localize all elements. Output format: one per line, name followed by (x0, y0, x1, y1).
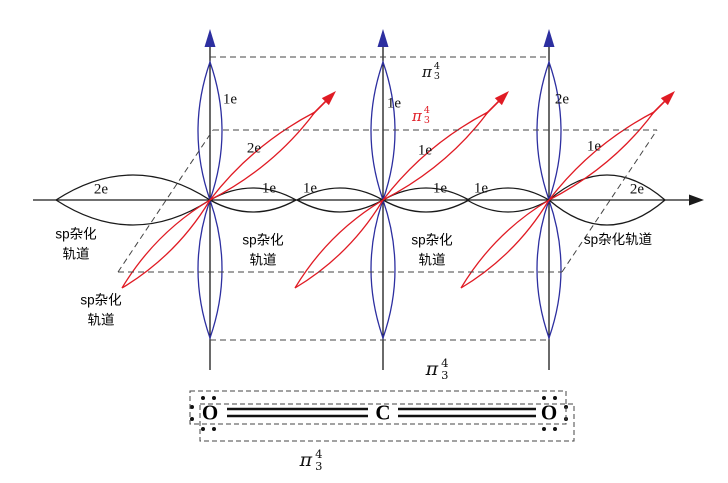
pi-subscript: 3 (315, 459, 323, 473)
up-arrow-icon (377, 29, 389, 47)
electron-count-label: 1e (432, 180, 448, 197)
electron-count-label: 1e (386, 95, 402, 112)
sp-label-line2: 轨道 (62, 246, 90, 261)
up-arrow-icon (543, 29, 555, 47)
diag-arrow-shaft (311, 98, 329, 116)
atom-symbol-o-right: O (540, 400, 558, 425)
pi34-bond-label-lewis-lower: π 4 3 (300, 448, 323, 472)
pi-exponents: 4 3 (315, 448, 322, 472)
p-diagonal-arrowheads (321, 91, 675, 106)
p-vertical-arrows (204, 29, 555, 47)
electron-count-label: 1e (417, 142, 433, 159)
diag-arrowhead-icon (660, 91, 675, 106)
pi34-bond-label-diagonal-system: π 4 3 (412, 106, 430, 126)
sp-label-line1: sp杂化 (242, 232, 284, 248)
pi-symbol: π (412, 107, 422, 125)
diag-lobe-down-o-left (121, 199, 211, 289)
axes (33, 45, 692, 370)
lone-pair-dots (190, 396, 568, 431)
pi-superscript: 4 (433, 61, 440, 73)
pi-diagonal-box-left (117, 129, 214, 273)
sp-label-line1: sp杂化 (80, 292, 122, 308)
diag-arrowhead-icon (321, 91, 336, 106)
electron-count-label: 2e (629, 181, 645, 198)
sp-bond-lobe-c-left (295, 187, 385, 213)
electron-count-label: 2e (554, 91, 570, 108)
atom-symbol-o-left: O (201, 400, 219, 425)
pi-diagonal-box-right (561, 129, 658, 273)
electron-count-label: 1e (222, 91, 238, 108)
sp-hybrid-orbital-label: sp杂化 轨道 (80, 290, 121, 329)
sp-label-line2: 轨道 (418, 252, 446, 267)
pi-superscript: 4 (315, 446, 323, 461)
p-orbital-lobe-up-c (370, 60, 396, 202)
sp-hybrid-orbitals (54, 174, 666, 226)
p-orbital-lobe-down-o-left (197, 198, 223, 340)
sp-hybrid-orbital-label: sp杂化 轨道 (242, 230, 283, 269)
lewis-structure-graphics (189, 390, 575, 442)
pi-symbol: π (422, 63, 432, 81)
sp-label-line2: 轨道 (249, 252, 277, 267)
p-orbital-lobe-up-o-right (536, 60, 562, 202)
pi-box-lewis-lower (199, 403, 575, 442)
p-orbital-lobe-up-o-left (197, 60, 223, 202)
sp-label-line2: 轨道 (87, 312, 115, 327)
diag-arrowhead-icon (494, 91, 509, 106)
electron-count-label: 1e (586, 138, 602, 155)
sp-label-line1: sp杂化 (411, 232, 453, 248)
pi-superscript: 4 (423, 105, 430, 117)
pi-exponents: 4 3 (424, 106, 430, 126)
pi-symbol: π (425, 358, 439, 380)
diag-lobe-down-o-right (460, 199, 550, 289)
diag-lobe-down-c (294, 199, 384, 289)
pi34-bond-label-vertical-system: π 4 3 (422, 62, 440, 82)
electron-count-label: 2e (246, 140, 262, 157)
p-orbital-lobe-down-c (370, 198, 396, 340)
pi-exponents: 4 3 (441, 357, 448, 381)
pi34-bond-label-lewis-upper: π 4 3 (426, 357, 449, 381)
electron-count-label: 1e (302, 180, 318, 197)
pi-system-dashed-boxes (117, 56, 658, 341)
pi-symbol: π (299, 449, 313, 471)
electron-count-label: 1e (473, 180, 489, 197)
p-vertical-orbitals (197, 60, 562, 340)
pi-box-lewis-upper (189, 390, 567, 425)
sp-hybrid-orbital-label: sp杂化 轨道 (55, 224, 96, 263)
up-arrow-icon (204, 29, 216, 47)
p-orbital-lobe-down-o-right (536, 198, 562, 340)
pi-exponents: 4 3 (434, 62, 440, 82)
sp-bond-lobe-o-right (465, 187, 551, 213)
pi-subscript: 3 (433, 71, 440, 82)
sp-lone-pair-lobe-o-left (54, 174, 212, 226)
pi-superscript: 4 (441, 355, 449, 370)
pi-subscript: 3 (423, 115, 430, 126)
p-diagonal-orbitals (121, 98, 668, 289)
electron-count-label: 1e (261, 180, 277, 197)
diag-arrow-shaft (650, 98, 668, 116)
sp-bond-lobe-c-right (381, 187, 471, 213)
sp-hybrid-orbital-label: sp杂化轨道 (583, 232, 653, 248)
pi-subscript: 3 (441, 368, 449, 382)
electron-count-label: 2e (93, 181, 109, 198)
sp-label-line1: sp杂化 (55, 226, 97, 242)
horizontal-axis-arrowhead-icon (689, 194, 704, 206)
diag-arrow-shaft (484, 98, 502, 116)
atom-symbol-c: C (375, 400, 391, 425)
sp-hybrid-orbital-label: sp杂化 轨道 (411, 230, 452, 269)
